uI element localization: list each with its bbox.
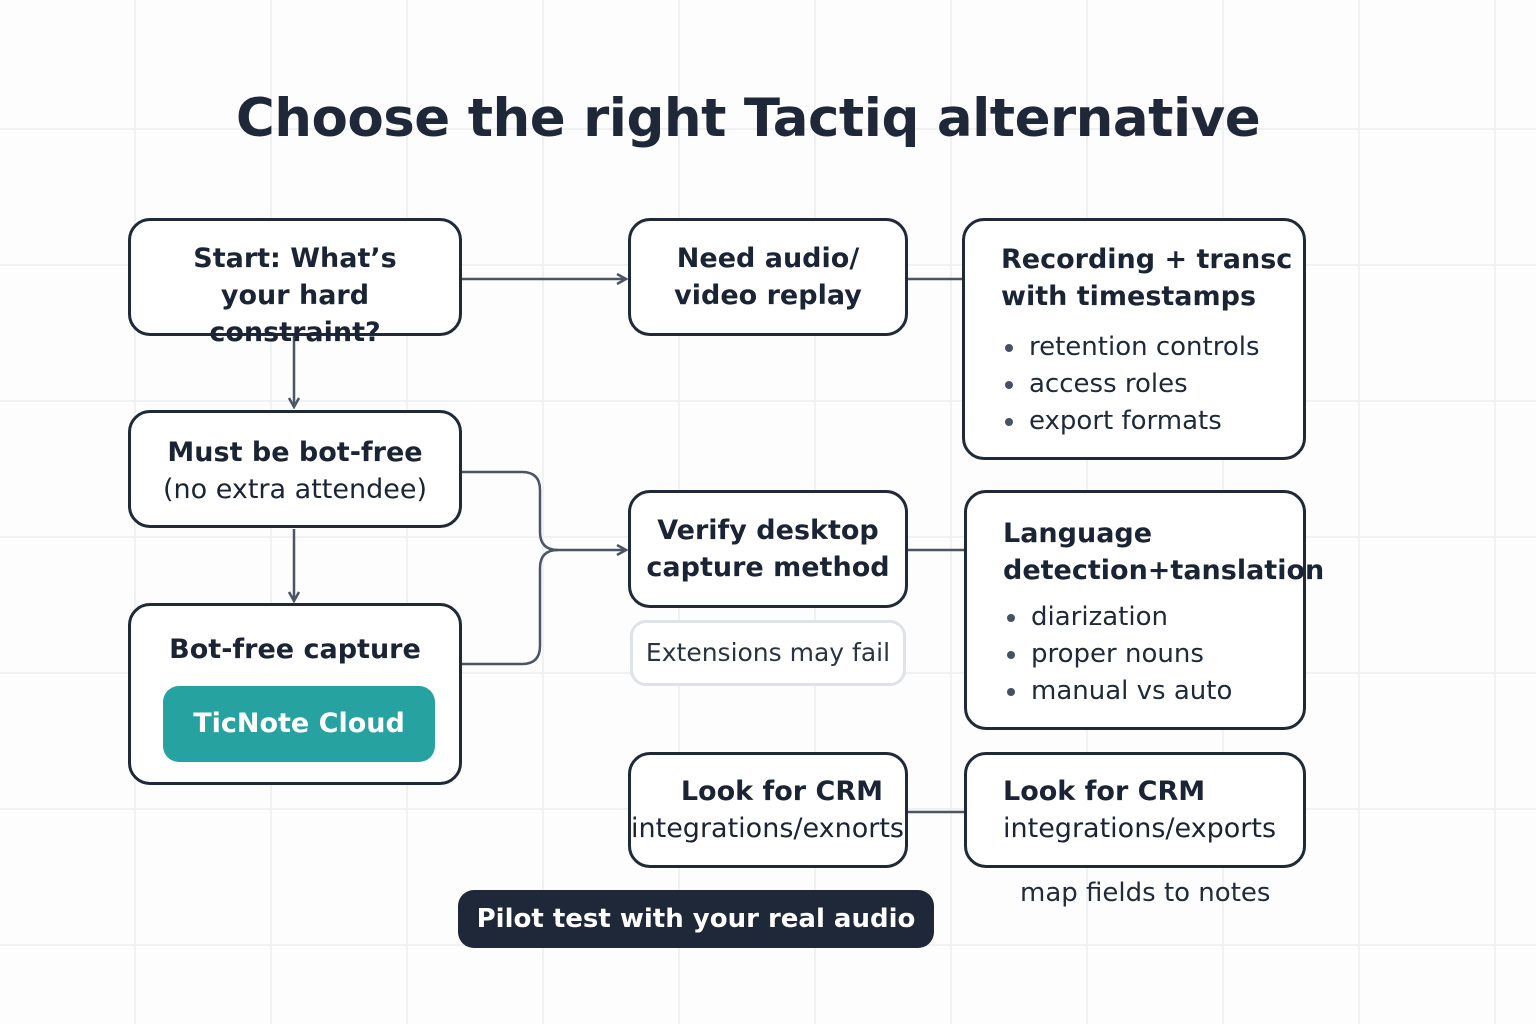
connector-botfree-to-verify bbox=[462, 470, 626, 550]
audio-video-node: Need audio/ video replay bbox=[628, 218, 908, 336]
crm-left-line1: Look for CRM bbox=[680, 776, 883, 807]
ticnote-cloud-badge[interactable]: TicNote Cloud bbox=[163, 686, 435, 762]
connector-capture-to-verify bbox=[462, 548, 559, 666]
language-bullets: diarization proper nouns manual vs auto bbox=[1005, 599, 1232, 710]
audio-video-line1: Need audio/ bbox=[676, 243, 860, 274]
crm-left-line2: integrations/exnorts bbox=[631, 813, 904, 844]
bot-free-capture-node: Bot-free capture TicNote Cloud bbox=[128, 603, 462, 785]
recording-line2: with timestamps bbox=[1001, 281, 1257, 312]
verify-desktop-node: Verify desktop capture method bbox=[628, 490, 908, 608]
crm-right-note: map fields to notes bbox=[1020, 878, 1271, 908]
crm-right-line1: Look for CRM bbox=[1003, 776, 1206, 807]
language-node: Language detection+tanslation diarizatio… bbox=[964, 490, 1325, 730]
extensions-warning-note: Extensions may fail bbox=[630, 620, 906, 686]
pilot-test-banner[interactable]: Pilot test with your real audio bbox=[458, 890, 934, 948]
bot-free-capture-label: Bot-free capture bbox=[169, 634, 421, 665]
verify-desktop-line2: capture method bbox=[646, 552, 890, 583]
start-node: Start: What’s your hard constraint? bbox=[128, 218, 462, 348]
crm-right-line2: integrations/exports bbox=[1003, 813, 1277, 844]
bullet-export-formats: export formats bbox=[1003, 403, 1260, 440]
crm-right-node: Look for CRM integrations/exports bbox=[964, 752, 1306, 868]
start-line2: your hard constraint? bbox=[209, 280, 381, 348]
diagram-title: Choose the right Tactiq alternative bbox=[235, 88, 1261, 149]
bot-free-line1: Must be bot-free bbox=[167, 437, 423, 468]
bot-free-requirement-node: Must be bot-free (no extra attendee) bbox=[128, 410, 462, 528]
bullet-proper-nouns: proper nouns bbox=[1005, 636, 1232, 673]
recording-node: Recording + transc with timestamps reten… bbox=[962, 218, 1306, 460]
bullet-retention-controls: retention controls bbox=[1003, 329, 1260, 366]
bullet-access-roles: access roles bbox=[1003, 366, 1260, 403]
start-line1: Start: What’s bbox=[193, 243, 397, 274]
crm-left-node: Look for CRM integrations/exnorts bbox=[628, 752, 908, 868]
recording-line1: Recording + transc bbox=[1001, 244, 1293, 275]
bot-free-line2: (no extra attendee) bbox=[162, 474, 427, 505]
language-line2: detection+tanslation bbox=[1003, 555, 1325, 586]
audio-video-line2: video replay bbox=[674, 280, 862, 311]
bullet-manual-vs-auto: manual vs auto bbox=[1005, 673, 1232, 710]
language-line1: Language bbox=[1003, 518, 1153, 549]
verify-desktop-line1: Verify desktop bbox=[657, 515, 879, 546]
bullet-diarization: diarization bbox=[1005, 599, 1232, 636]
recording-bullets: retention controls access roles export f… bbox=[1003, 329, 1260, 440]
